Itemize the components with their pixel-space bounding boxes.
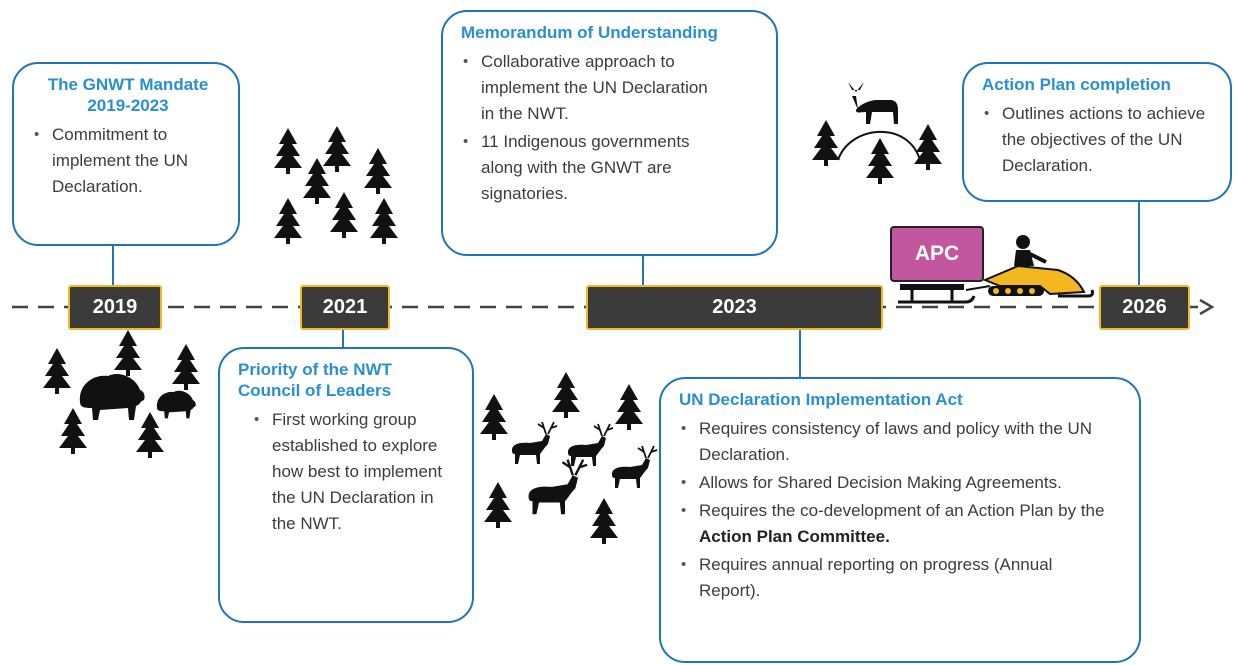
mandate-box: The GNWT Mandate 2019-2023 Commitment to…: [12, 62, 240, 246]
snowmobile-icon: [898, 235, 1094, 304]
priority-bullet: First working group established to explo…: [252, 407, 458, 537]
act-bullet: Allows for Shared Decision Making Agreem…: [679, 470, 1105, 496]
moose-icon: [848, 82, 898, 124]
mou-title: Memorandum of Understanding: [461, 23, 718, 42]
act-bullet: Requires annual reporting on progress (A…: [679, 552, 1105, 604]
apc-badge: APC: [890, 226, 984, 282]
caribou-icon: [511, 421, 658, 516]
tree-icon: [480, 372, 643, 544]
priority-title: Priority of the NWT Council of Leaders: [238, 360, 392, 400]
timeline-arrowhead: [1199, 298, 1215, 316]
action-plan-title: Action Plan completion: [982, 75, 1171, 94]
act-bullet: Requires the co-development of an Action…: [679, 498, 1105, 550]
act-box: UN Declaration Implementation Act Requir…: [659, 377, 1141, 663]
action-plan-box: Action Plan completion Outlines actions …: [962, 62, 1232, 202]
act-title: UN Declaration Implementation Act: [679, 390, 963, 409]
tree-icon: [274, 126, 398, 244]
year-marker-2023: 2023: [586, 285, 883, 330]
action-plan-committee: Action Plan Committee.: [699, 527, 890, 546]
mandate-title: The GNWT Mandate 2019-2023: [47, 75, 209, 115]
act-bullet: Requires consistency of laws and policy …: [679, 416, 1105, 468]
mou-bullet: Collaborative approach to implement the …: [461, 49, 722, 127]
year-marker-2026: 2026: [1099, 285, 1190, 330]
priority-box: Priority of the NWT Council of Leaders F…: [218, 347, 474, 623]
action-plan-bullet: Outlines actions to achieve the objectiv…: [982, 101, 1216, 179]
mou-bullet: 11 Indigenous governments along with the…: [461, 129, 722, 207]
mandate-bullet: Commitment to implement the UN Declarati…: [32, 122, 224, 200]
year-marker-2019: 2019: [68, 285, 162, 330]
mou-box: Memorandum of Understanding Collaborativ…: [441, 10, 778, 256]
year-marker-2021: 2021: [300, 285, 390, 330]
tree-icon: [812, 120, 942, 184]
